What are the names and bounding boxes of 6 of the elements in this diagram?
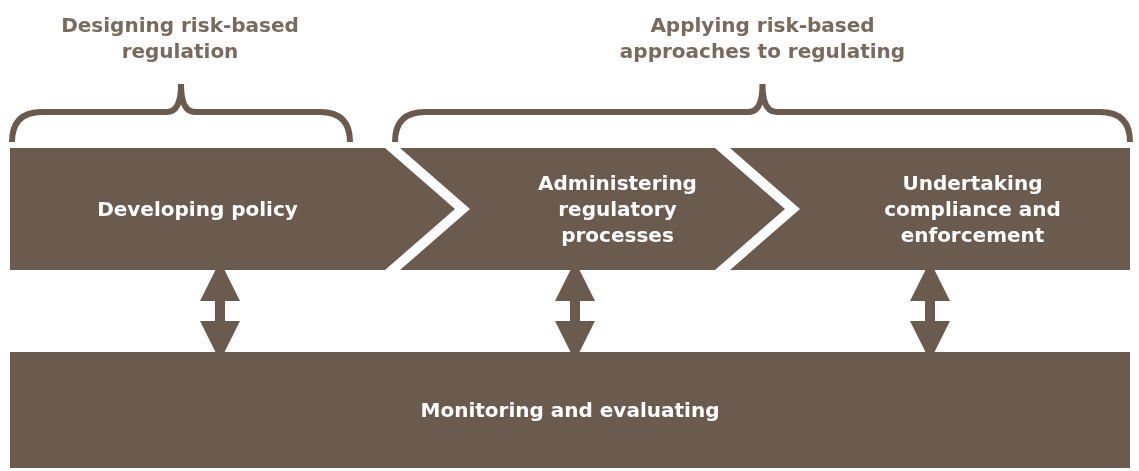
step-label: Monitoring and evaluating [419, 397, 721, 423]
step-label: Administering regulatory processes [537, 170, 698, 248]
bracket-heading: Applying risk-based approaches to regulating [618, 12, 907, 64]
step-label: Developing policy [96, 196, 299, 222]
bracket-heading: Designing risk-based regulation [60, 12, 300, 64]
step-label: Undertaking compliance and enforcement [883, 170, 1062, 248]
